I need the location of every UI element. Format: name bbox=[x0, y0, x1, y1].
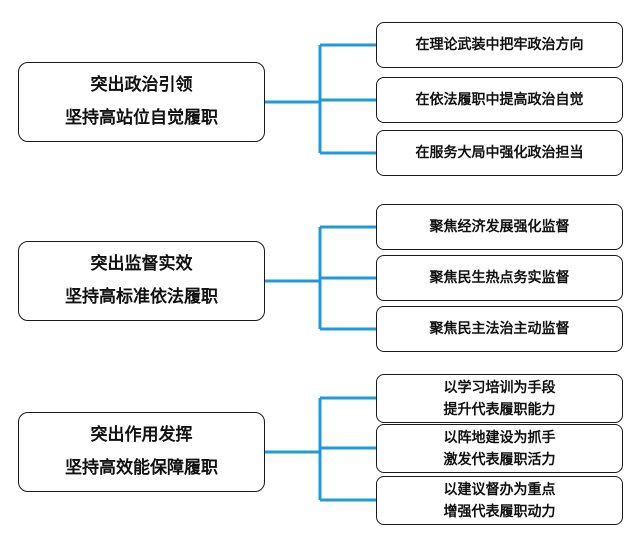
item-text-line-1: 以学习培训为手段 bbox=[443, 379, 556, 396]
item-box: 以建议督办为重点 增强代表履职动力 bbox=[376, 476, 623, 525]
item-text: 在理论武装中把牢政治方向 bbox=[415, 37, 584, 53]
main-box-line-2: 坚持高标准依法履职 bbox=[65, 287, 218, 307]
item-box: 在服务大局中强化政治担当 bbox=[376, 130, 623, 176]
item-box: 聚焦民主法治主动监督 bbox=[376, 306, 623, 352]
main-box-role-play: 突出作用发挥 坚持高效能保障履职 bbox=[18, 412, 265, 492]
item-text-line-1: 以建议督办为重点 bbox=[443, 481, 556, 498]
main-box-line-1: 突出政治引领 bbox=[90, 75, 193, 95]
item-box: 在依法履职中提高政治自觉 bbox=[376, 77, 623, 123]
main-box-supervision-effect: 突出监督实效 坚持高标准依法履职 bbox=[18, 241, 265, 321]
item-box: 聚焦经济发展强化监督 bbox=[376, 204, 623, 250]
item-box: 聚焦民生热点务实监督 bbox=[376, 255, 623, 301]
item-text: 聚焦民生热点务实监督 bbox=[429, 270, 570, 286]
main-box-line-1: 突出作用发挥 bbox=[90, 425, 193, 445]
item-text: 聚焦民主法治主动监督 bbox=[429, 321, 570, 337]
item-text-line-2: 激发代表履职活力 bbox=[443, 451, 556, 468]
item-box: 以阵地建设为抓手 激发代表履职活力 bbox=[376, 424, 623, 473]
main-box-line-2: 坚持高效能保障履职 bbox=[65, 458, 218, 478]
item-text-line-2: 增强代表履职动力 bbox=[443, 503, 556, 520]
item-text-line-2: 提升代表履职能力 bbox=[443, 401, 556, 418]
item-text: 聚焦经济发展强化监督 bbox=[429, 219, 570, 235]
item-text: 在依法履职中提高政治自觉 bbox=[415, 92, 584, 108]
main-box-line-1: 突出监督实效 bbox=[90, 254, 193, 274]
item-box: 以学习培训为手段 提升代表履职能力 bbox=[376, 374, 623, 423]
item-box: 在理论武装中把牢政治方向 bbox=[376, 22, 623, 68]
main-box-political-leadership: 突出政治引领 坚持高站位自觉履职 bbox=[18, 62, 265, 142]
item-text-line-1: 以阵地建设为抓手 bbox=[443, 429, 556, 446]
item-text: 在服务大局中强化政治担当 bbox=[415, 145, 584, 161]
main-box-line-2: 坚持高站位自觉履职 bbox=[65, 108, 218, 128]
